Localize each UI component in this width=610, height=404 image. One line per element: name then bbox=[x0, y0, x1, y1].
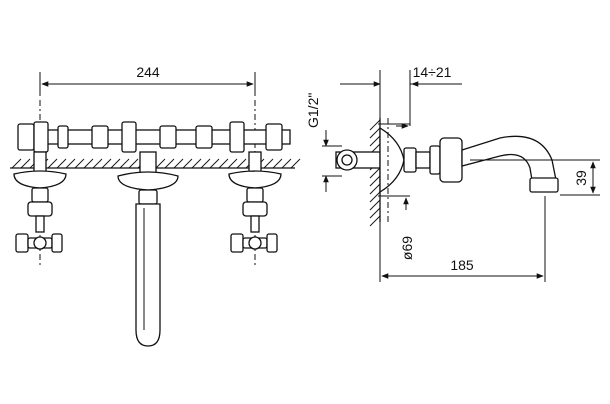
right-valve bbox=[228, 170, 282, 253]
dimension-39: 39 bbox=[470, 159, 600, 196]
dimension-185: 185 bbox=[379, 196, 546, 282]
wall-side bbox=[369, 118, 381, 227]
spout-front bbox=[117, 171, 179, 347]
spout-side bbox=[461, 135, 557, 181]
dimension-244: 244 bbox=[39, 64, 256, 96]
dimension-flange: ø69 bbox=[378, 123, 415, 260]
front-view: 244 bbox=[10, 64, 301, 347]
dim-label-flange: ø69 bbox=[399, 236, 415, 260]
dim-label-reach: 185 bbox=[450, 257, 474, 273]
left-valve bbox=[13, 170, 67, 253]
dim-label-thread: G1/2" bbox=[305, 93, 321, 128]
dim-label-width: 244 bbox=[136, 64, 160, 80]
dimension-offset: 14÷21 bbox=[340, 64, 462, 130]
flange bbox=[379, 126, 405, 194]
dim-label-height: 39 bbox=[573, 170, 589, 186]
dim-label-offset: 14÷21 bbox=[413, 64, 452, 80]
dimension-thread: G1/2" bbox=[305, 93, 342, 192]
connecting-bar bbox=[17, 121, 291, 153]
side-view: G1/2" 14÷21 bbox=[305, 64, 600, 282]
